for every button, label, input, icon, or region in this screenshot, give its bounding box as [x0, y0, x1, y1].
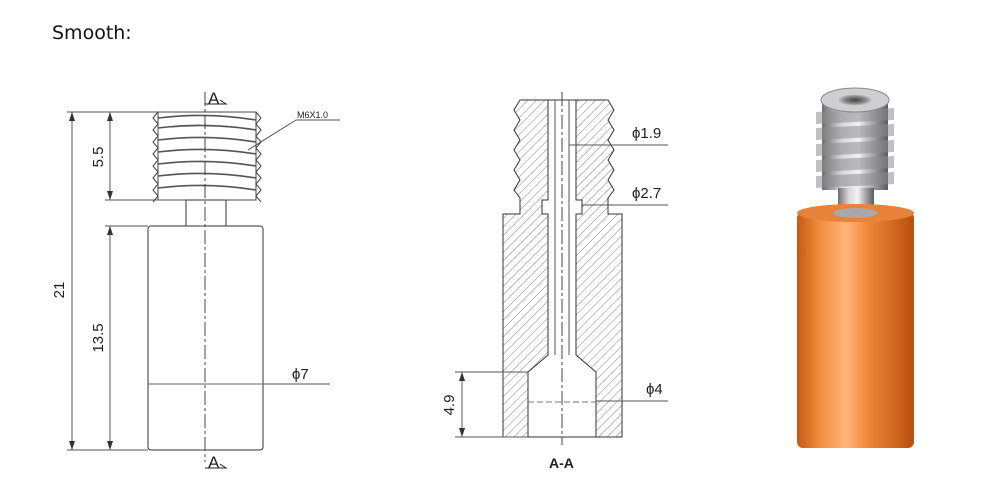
dim-total-length: 21: [51, 282, 68, 299]
section-label: A-A: [549, 455, 574, 471]
section-drawing: [455, 92, 668, 445]
dim-neck-diameter: ϕ2.7: [632, 185, 661, 202]
elevation-drawing: [67, 92, 340, 469]
dim-thread-length: 5.5: [90, 147, 107, 168]
dim-body-length: 13.5: [90, 323, 107, 352]
neck: [185, 199, 227, 227]
page-title: Smooth:: [52, 22, 132, 44]
thread-callout: M6X1.0: [297, 110, 328, 120]
product-photo: [797, 87, 914, 448]
dim-bore-diameter: ϕ1.9: [632, 125, 661, 142]
section-marker-top: A: [208, 89, 220, 108]
dim-body-diameter: ϕ7: [292, 366, 309, 383]
section-left-half: [502, 99, 549, 438]
section-marker-bottom: A: [208, 453, 220, 472]
photo-body: [797, 204, 914, 448]
dim-counterbore-diameter: ϕ4: [646, 381, 663, 398]
thread-section: [152, 111, 262, 203]
dim-counterbore-depth: 4.9: [441, 395, 458, 416]
photo-thread: [816, 87, 894, 190]
section-right-half: [575, 99, 623, 438]
